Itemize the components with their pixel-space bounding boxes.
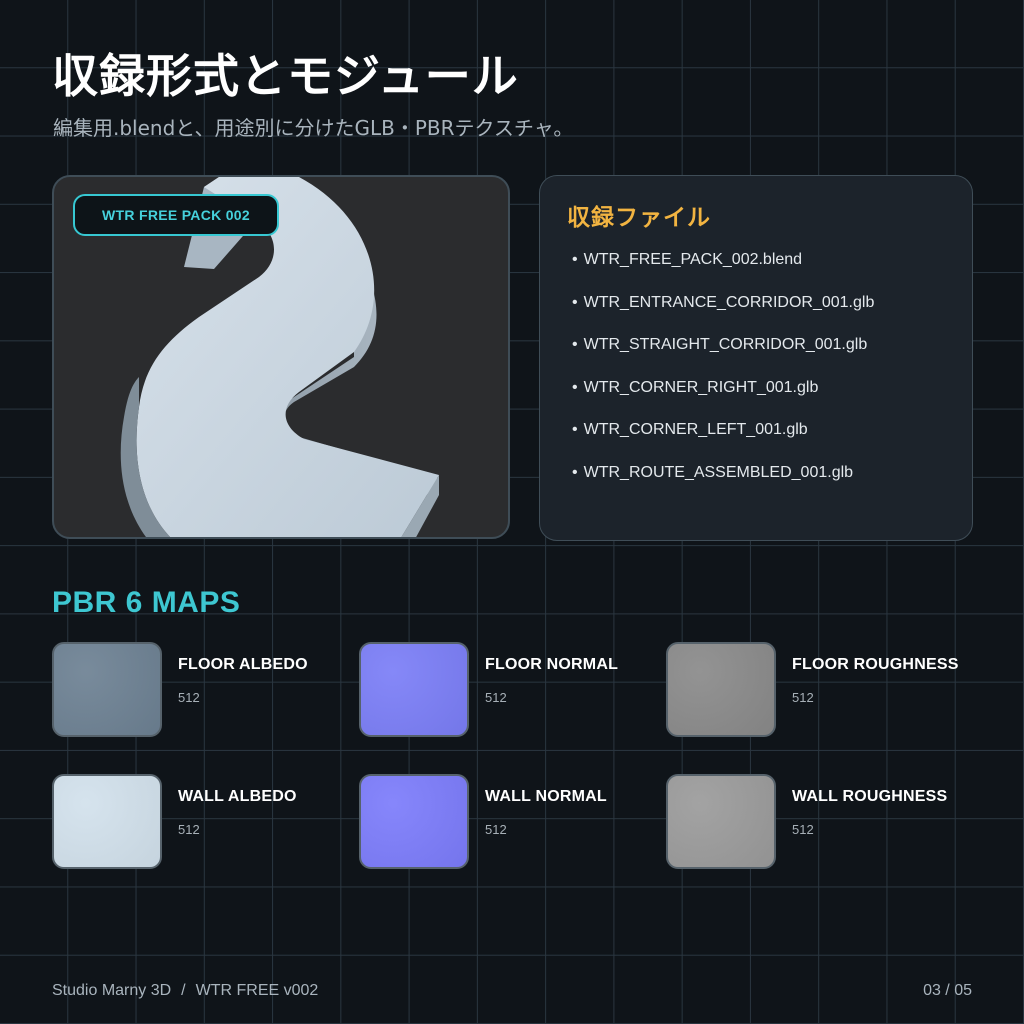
file-name: WTR_ENTRANCE_CORRIDOR_001.glb	[583, 293, 875, 311]
file-name: WTR_ROUTE_ASSEMBLED_001.glb	[583, 463, 854, 481]
pack-badge: WTR FREE PACK 002	[73, 194, 279, 236]
map-size: 512	[792, 822, 814, 837]
file-item: • WTR_ROUTE_ASSEMBLED_001.glb	[572, 461, 874, 504]
file-item: • WTR_FREE_PACK_002.blend	[572, 248, 874, 291]
footer-credit: Studio Marny 3D / WTR FREE v002	[52, 982, 318, 1000]
page-indicator: 03 / 05	[923, 982, 972, 999]
texture-swatch	[666, 774, 776, 869]
map-name: FLOOR NORMAL	[485, 656, 619, 673]
bullet-icon: •	[572, 336, 578, 354]
map-size: 512	[792, 690, 814, 705]
map-item-floor-albedo: FLOOR ALBEDO 512	[52, 642, 352, 738]
map-name: WALL NORMAL	[485, 788, 607, 805]
bullet-icon: •	[572, 378, 578, 396]
map-size: 512	[178, 690, 200, 705]
map-item-wall-albedo: WALL ALBEDO 512	[52, 774, 352, 870]
page-subtitle: 編集用.blendと、用途別に分けたGLB・PBRテクスチャ。	[53, 116, 574, 140]
map-name: FLOOR ALBEDO	[178, 656, 308, 673]
texture-swatch	[52, 774, 162, 869]
page-title: 収録形式とモジュール	[52, 49, 519, 103]
texture-swatch	[359, 774, 469, 869]
file-item: • WTR_CORNER_LEFT_001.glb	[572, 418, 874, 461]
studio-name: Studio Marny 3D	[52, 982, 172, 999]
bullet-icon: •	[572, 251, 578, 268]
file-name: WTR_FREE_PACK_002.blend	[583, 251, 803, 268]
map-item-floor-roughness: FLOOR ROUGHNESS 512	[666, 642, 966, 738]
texture-swatch	[52, 642, 162, 737]
map-size: 512	[485, 690, 507, 705]
file-name: WTR_CORNER_LEFT_001.glb	[583, 421, 808, 439]
map-size: 512	[485, 822, 507, 837]
included-files-card: 収録ファイル • WTR_FREE_PACK_002.blend • WTR_ENT…	[539, 175, 973, 541]
map-name: WALL ALBEDO	[178, 788, 297, 805]
bullet-icon: •	[572, 421, 578, 439]
file-item: • WTR_CORNER_RIGHT_001.glb	[572, 376, 874, 419]
product-name: WTR FREE v002	[195, 982, 319, 999]
file-item: • WTR_STRAIGHT_CORRIDOR_001.glb	[572, 333, 874, 376]
map-item-floor-normal: FLOOR NORMAL 512	[359, 642, 659, 738]
file-name: WTR_STRAIGHT_CORRIDOR_001.glb	[583, 336, 868, 354]
maps-heading: PBR 6 MAPS	[52, 586, 241, 619]
file-list: • WTR_FREE_PACK_002.blend • WTR_ENTRANCE_C…	[572, 248, 874, 504]
footer-separator: /	[181, 982, 186, 999]
map-item-wall-normal: WALL NORMAL 512	[359, 774, 659, 870]
file-item: • WTR_ENTRANCE_CORRIDOR_001.glb	[572, 291, 874, 334]
file-name: WTR_CORNER_RIGHT_001.glb	[583, 378, 819, 396]
texture-swatch	[666, 642, 776, 737]
model-preview-card: WTR FREE PACK 002	[52, 175, 510, 539]
bullet-icon: •	[572, 463, 578, 481]
map-item-wall-roughness: WALL ROUGHNESS 512	[666, 774, 966, 870]
map-name: FLOOR ROUGHNESS	[792, 656, 959, 673]
texture-swatch	[359, 642, 469, 737]
map-name: WALL ROUGHNESS	[792, 788, 948, 805]
files-heading: 収録ファイル	[567, 205, 711, 231]
map-size: 512	[178, 822, 200, 837]
bullet-icon: •	[572, 293, 578, 311]
